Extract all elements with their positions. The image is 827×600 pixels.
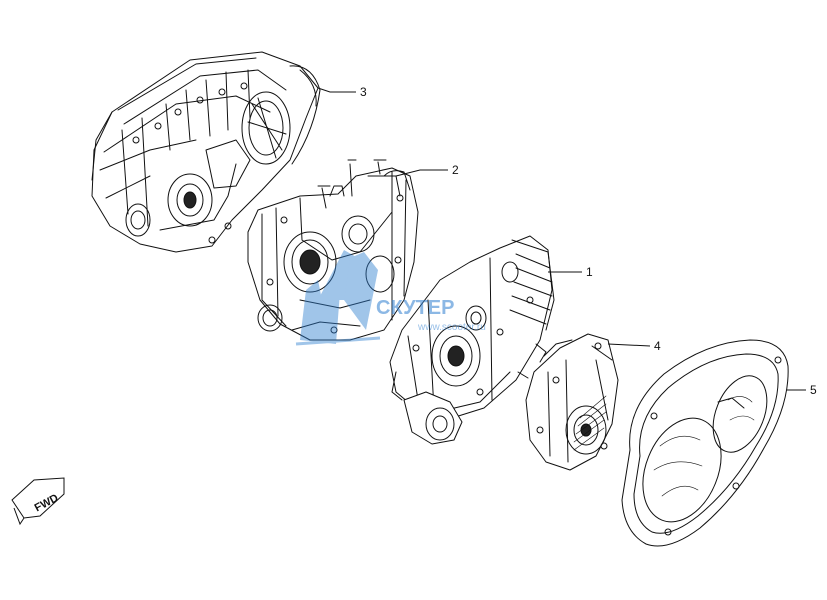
leader-2: [395, 169, 448, 177]
callout-4: 4: [654, 339, 661, 353]
part-1-crankcase-right: [389, 235, 555, 445]
part-5-variator-cover: [621, 339, 789, 547]
leader-4: [607, 343, 651, 347]
part-3-rear-cover: [91, 51, 321, 253]
watermark-site: www.scooter.ru: [417, 322, 486, 333]
leader-3: [317, 87, 356, 93]
watermark: СКУТЕР www.scooter.ru: [295, 250, 486, 346]
part-2-crankcase-left: [247, 159, 419, 341]
callout-leaders: [317, 87, 806, 391]
watermark-brand: СКУТЕР: [376, 297, 455, 319]
callout-5: 5: [810, 383, 817, 397]
callout-2: 2: [452, 163, 459, 177]
watermark-logo: [295, 250, 381, 346]
callout-3: 3: [360, 85, 367, 99]
callout-1: 1: [586, 265, 593, 279]
part-4-side-cover: [525, 333, 619, 471]
fwd-arrow-icon: FWD: [11, 477, 65, 526]
